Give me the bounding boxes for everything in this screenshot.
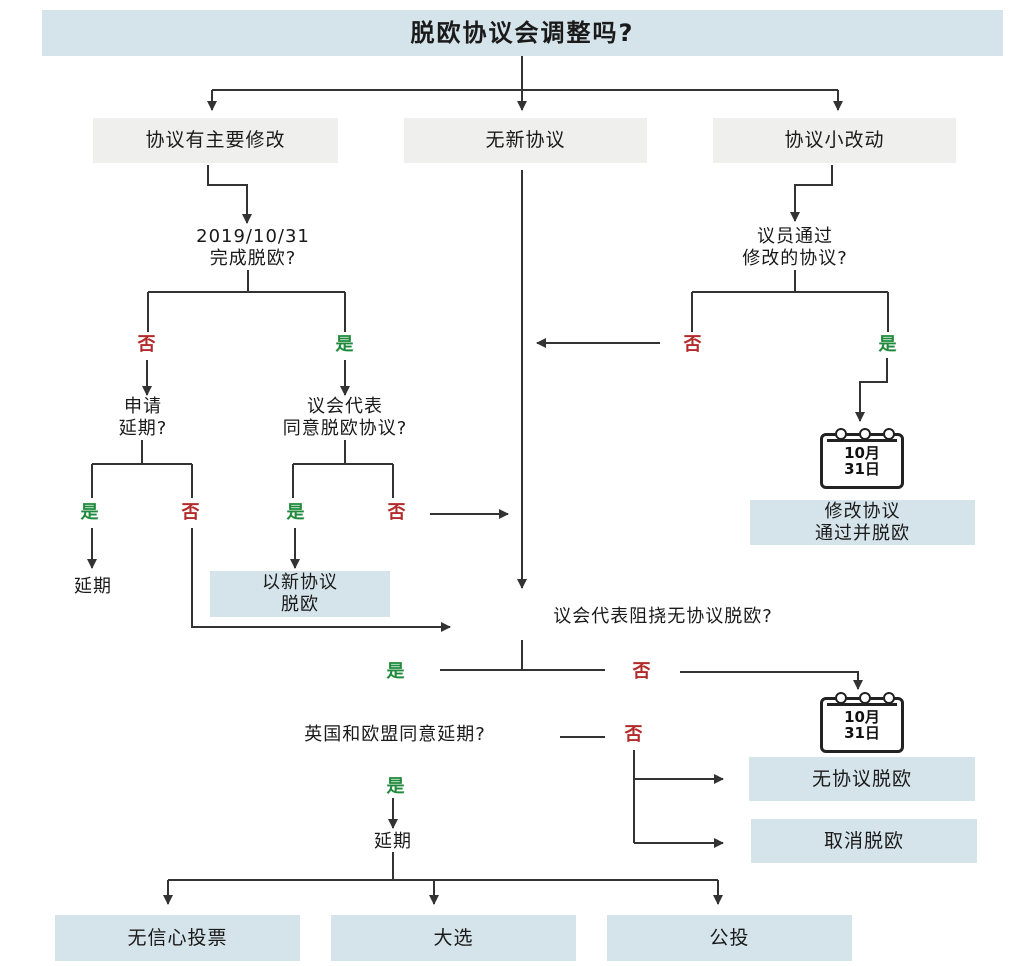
option-no-new-deal-label: 无新协议 (485, 129, 566, 152)
answer-yes-complete: 是 (335, 334, 355, 355)
arrow-mps-yes-to-calendar (855, 358, 888, 422)
mps-question-line2: 修改的协议? (742, 247, 848, 269)
extend-question: 申请 延期? (119, 396, 168, 439)
outcome-general-election-label: 大选 (433, 926, 474, 949)
answer-no-block: 否 (632, 661, 652, 682)
outcome-extend-final: 延期 (374, 831, 412, 852)
answer-no-mps: 否 (683, 334, 703, 355)
complete-question: 2019/10/31 完成脱欧? (196, 226, 310, 269)
answer-yes-extend: 是 (80, 502, 100, 523)
option-major-change-label: 协议有主要修改 (145, 129, 286, 152)
outcome-modified-deal: 修改协议 通过并脱欧 (750, 500, 975, 545)
complete-split-line (147, 270, 346, 332)
answer-no-extend: 否 (181, 502, 201, 523)
calendar-day: 31日 (844, 723, 880, 742)
extend-question-line1: 申请 (124, 396, 162, 417)
option-minor-change: 协议小改动 (713, 118, 956, 163)
outcome-new-deal-line1: 以新协议 (262, 572, 338, 594)
page-title-text: 脱欧协议会调整吗? (410, 18, 635, 47)
outcome-modified-deal-line1: 修改协议 (824, 500, 901, 522)
uk-eu-no-split-line (633, 750, 723, 843)
mps-question: 议员通过 修改的协议? (742, 226, 848, 269)
arrow-to-complete-question (207, 165, 252, 224)
title-split-line (212, 56, 838, 91)
uk-eu-question: 英国和欧盟同意延期? (304, 724, 486, 745)
calendar-month: 10月 (844, 444, 880, 462)
outcome-modified-deal-line2: 通过并脱欧 (815, 522, 910, 544)
calendar-date: 10月 31日 (823, 708, 901, 742)
complete-question-date: 2019/10/31 (196, 226, 310, 247)
extend-question-line2: 延期? (118, 417, 168, 439)
page-title: 脱欧协议会调整吗? (42, 10, 1003, 56)
answer-yes-block: 是 (386, 661, 406, 682)
option-minor-change-label: 协议小改动 (784, 129, 885, 152)
outcome-no-deal: 无协议脱欧 (749, 757, 975, 801)
answer-yes-uk-eu: 是 (386, 776, 406, 797)
outcome-cancel-brexit: 取消脱欧 (751, 819, 977, 863)
answer-no-complete: 否 (137, 334, 157, 355)
agree-question-line1: 议会代表 (307, 396, 383, 417)
calendar-month: 10月 (844, 708, 880, 726)
agree-question-line2: 同意脱欧协议? (282, 417, 408, 439)
final-split-line (168, 852, 718, 881)
outcome-referendum-label: 公投 (709, 926, 750, 949)
option-no-new-deal: 无新协议 (404, 118, 647, 163)
arrow-to-mps-question (790, 165, 833, 222)
mps-question-line1: 议员通过 (757, 226, 833, 247)
complete-question-text: 完成脱欧? (209, 247, 297, 269)
calendar-day: 31日 (844, 459, 880, 478)
extend-split-line (91, 440, 193, 498)
outcome-general-election: 大选 (331, 915, 576, 961)
answer-no-uk-eu: 否 (624, 724, 644, 745)
outcome-referendum: 公投 (607, 915, 852, 961)
outcome-new-deal: 以新协议 脱欧 (210, 571, 390, 617)
agree-split-line (292, 440, 394, 498)
answer-no-agree: 否 (387, 502, 407, 523)
outcome-no-deal-label: 无协议脱欧 (811, 767, 912, 790)
outcome-new-deal-line2: 脱欧 (281, 594, 319, 615)
answer-yes-mps: 是 (878, 334, 898, 355)
outcome-no-confidence-vote: 无信心投票 (55, 915, 300, 961)
outcome-no-confidence-vote-label: 无信心投票 (127, 926, 228, 949)
agree-question: 议会代表 同意脱欧协议? (283, 396, 408, 439)
answer-yes-agree: 是 (286, 502, 306, 523)
outcome-extend-left: 延期 (74, 576, 112, 597)
block-question: 议会代表阻挠无协议脱欧? (553, 606, 773, 627)
arrow-no-to-block-question (191, 528, 451, 632)
calendar-icon: 10月 31日 (820, 692, 904, 753)
calendar-icon: 10月 31日 (820, 428, 904, 489)
calendar-date: 10月 31日 (823, 444, 901, 478)
outcome-cancel-brexit-label: 取消脱欧 (823, 829, 904, 852)
mps-split-line (691, 270, 889, 332)
option-major-change: 协议有主要修改 (93, 118, 338, 163)
